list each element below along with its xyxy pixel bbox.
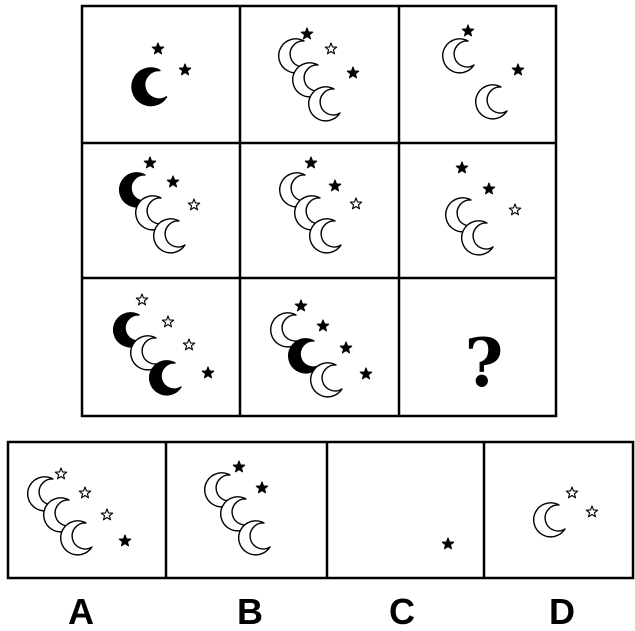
matrix-cell-2 xyxy=(279,28,359,121)
option-cell-d[interactable] xyxy=(534,487,598,537)
white-moon-icon xyxy=(154,219,185,253)
matrix-cell-6 xyxy=(446,162,521,255)
white-star-icon xyxy=(183,339,194,350)
matrix-cell-1 xyxy=(132,43,191,106)
matrix-cell-3 xyxy=(443,25,524,119)
white-moon-icon xyxy=(239,521,270,555)
question-mark: ? xyxy=(465,324,504,402)
option-cell-c[interactable] xyxy=(442,538,453,549)
white-star-icon xyxy=(136,294,147,305)
white-moon-icon xyxy=(462,221,493,255)
black-star-icon xyxy=(442,538,453,549)
option-cells xyxy=(28,461,598,555)
white-star-icon xyxy=(325,43,336,54)
black-star-icon xyxy=(233,461,244,472)
black-moon-icon xyxy=(150,361,181,395)
black-star-icon xyxy=(329,180,340,191)
white-moon-icon xyxy=(310,219,341,253)
matrix-cell-7 xyxy=(114,294,214,395)
white-star-icon xyxy=(586,506,597,517)
black-star-icon xyxy=(305,157,316,168)
black-star-icon xyxy=(347,67,358,78)
white-star-icon xyxy=(188,199,199,210)
white-moon-icon xyxy=(534,503,565,537)
white-moon-icon xyxy=(61,521,92,555)
black-star-icon xyxy=(317,320,328,331)
black-star-icon xyxy=(119,535,130,546)
white-star-icon xyxy=(55,468,66,479)
white-star-icon xyxy=(101,509,112,520)
white-star-icon xyxy=(566,487,577,498)
white-star-icon xyxy=(350,198,361,209)
black-star-icon xyxy=(202,367,213,378)
black-star-icon xyxy=(256,482,267,493)
white-star-icon xyxy=(79,487,90,498)
option-label-b[interactable]: B xyxy=(237,591,263,631)
matrix-cell-8 xyxy=(271,300,372,397)
black-star-icon xyxy=(456,162,467,173)
white-star-icon xyxy=(162,316,173,327)
black-moon-icon xyxy=(132,68,166,105)
matrix-cell-4 xyxy=(120,157,200,253)
option-label-c[interactable]: C xyxy=(389,591,415,631)
matrix-cell-5 xyxy=(280,157,362,253)
option-cell-a[interactable] xyxy=(28,468,131,555)
black-star-icon xyxy=(179,64,190,75)
white-moon-icon xyxy=(443,39,474,73)
black-star-icon xyxy=(360,368,371,379)
white-moon-icon xyxy=(476,85,507,119)
white-moon-icon xyxy=(311,363,342,397)
black-star-icon xyxy=(167,176,178,187)
white-moon-icon xyxy=(309,87,340,121)
black-star-icon xyxy=(512,64,523,75)
black-star-icon xyxy=(152,43,163,54)
black-star-icon xyxy=(144,157,155,168)
matrix-cells xyxy=(114,25,524,397)
black-star-icon xyxy=(483,183,494,194)
black-star-icon xyxy=(462,25,473,36)
option-label-d[interactable]: D xyxy=(549,591,575,631)
option-label-a[interactable]: A xyxy=(68,591,94,631)
black-star-icon xyxy=(340,342,351,353)
option-cell-b[interactable] xyxy=(205,461,270,555)
black-star-icon xyxy=(301,28,312,39)
white-star-icon xyxy=(509,204,520,215)
black-star-icon xyxy=(295,300,306,311)
